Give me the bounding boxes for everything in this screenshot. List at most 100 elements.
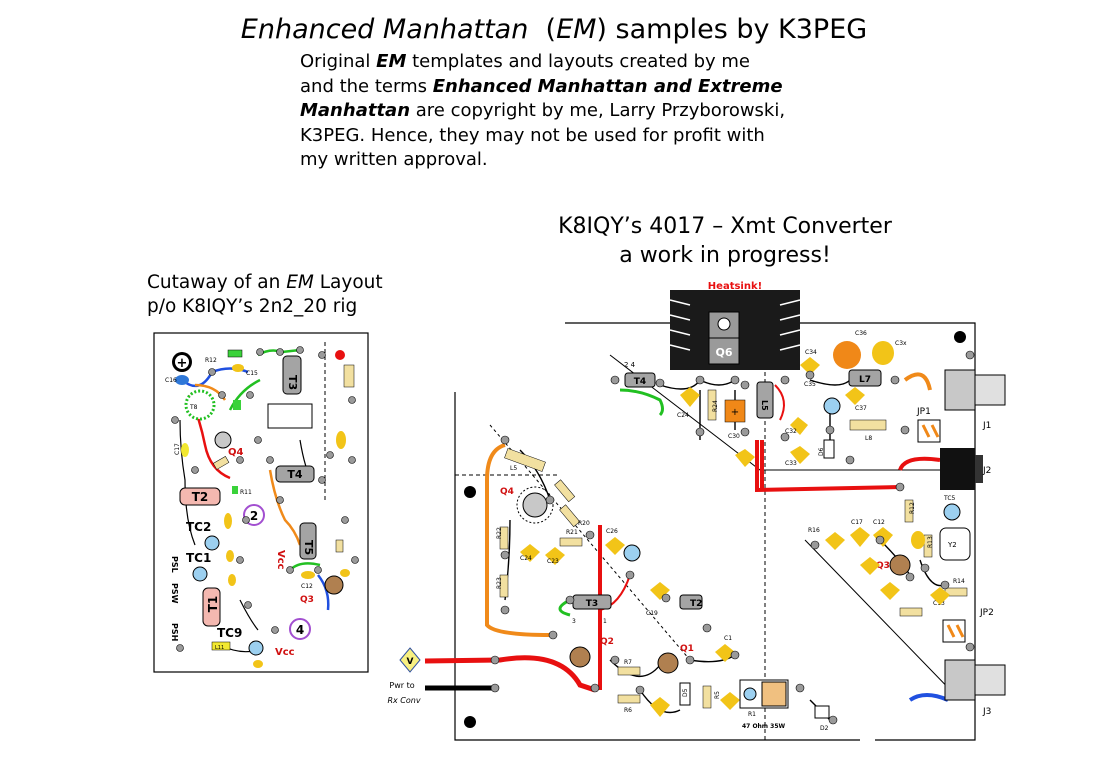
svg-text:C1: C1 bbox=[724, 635, 732, 642]
mount-hole bbox=[464, 486, 476, 498]
svg-text:TC9: TC9 bbox=[217, 626, 242, 640]
capacitor-c16 bbox=[175, 375, 189, 385]
svg-text:TC2: TC2 bbox=[186, 520, 211, 534]
inductor-l11 bbox=[211, 641, 231, 651]
converter-pads bbox=[490, 350, 975, 725]
svg-text:PSL: PSL bbox=[170, 556, 179, 573]
transformer-t4 bbox=[275, 465, 315, 483]
svg-text:T5: T5 bbox=[302, 540, 315, 555]
svg-text:Q3: Q3 bbox=[300, 595, 314, 605]
wire-orange-2 bbox=[268, 469, 302, 546]
svg-text:C36: C36 bbox=[855, 330, 867, 337]
svg-text:Vcc: Vcc bbox=[275, 550, 286, 570]
cutaway-caption: Cutaway of an EM Layout p/o K8IQY’s 2n2_… bbox=[147, 272, 383, 317]
transformer-t3 bbox=[282, 355, 302, 395]
svg-text:T2: T2 bbox=[690, 599, 702, 609]
svg-text:L7: L7 bbox=[859, 375, 871, 385]
svg-text:R12: R12 bbox=[909, 502, 916, 514]
wire-red-rf bbox=[755, 440, 901, 493]
svg-text:C24: C24 bbox=[520, 555, 532, 562]
svg-text:C12: C12 bbox=[301, 583, 313, 590]
power-terminal bbox=[399, 647, 421, 673]
svg-text:D6: D6 bbox=[818, 447, 825, 456]
trimmer-tc9 bbox=[248, 640, 264, 656]
svg-text:PSW: PSW bbox=[170, 583, 179, 604]
wire-thin bbox=[504, 379, 946, 721]
svg-text:L11: L11 bbox=[215, 645, 224, 651]
svg-text:Q4: Q4 bbox=[228, 447, 244, 458]
svg-text:J2: J2 bbox=[982, 466, 991, 476]
converter-parts: T4 2 4 C24 R24 + C30 L5 C32 C33 C34 C35 … bbox=[496, 330, 1006, 732]
svg-text:R5: R5 bbox=[714, 691, 721, 699]
transformer-t1 bbox=[202, 587, 221, 627]
svg-text:R14: R14 bbox=[953, 578, 965, 585]
svg-text:C3x: C3x bbox=[895, 340, 907, 347]
svg-text:R1: R1 bbox=[748, 711, 756, 718]
svg-text:R22: R22 bbox=[496, 527, 503, 539]
svg-text:R7: R7 bbox=[624, 659, 632, 666]
svg-text:R16: R16 bbox=[808, 527, 820, 534]
svg-text:T1: T1 bbox=[206, 596, 220, 613]
svg-text:Q3: Q3 bbox=[876, 561, 890, 571]
transformer-t2 bbox=[179, 487, 221, 506]
wire-blue-2 bbox=[317, 574, 330, 611]
svg-text:C37: C37 bbox=[855, 405, 867, 412]
trimmer-tc2 bbox=[204, 535, 220, 551]
trimmer-tc1 bbox=[192, 566, 208, 582]
transistor-q3 bbox=[324, 575, 344, 595]
converter-board-outline bbox=[454, 392, 860, 741]
transformer-t5 bbox=[299, 522, 317, 560]
title-paren: ( bbox=[545, 14, 557, 45]
svg-text:T3: T3 bbox=[586, 599, 598, 609]
svg-text:R20: R20 bbox=[578, 520, 590, 527]
svg-text:C19: C19 bbox=[646, 610, 658, 617]
svg-text:C12: C12 bbox=[873, 519, 885, 526]
svg-text:T2: T2 bbox=[192, 490, 209, 504]
transistor-q4 bbox=[214, 431, 232, 449]
svg-text:R24: R24 bbox=[712, 400, 719, 412]
svg-text:JP2: JP2 bbox=[979, 608, 994, 618]
svg-text:R21: R21 bbox=[566, 529, 578, 536]
mount-hole bbox=[464, 716, 476, 728]
converter-title: K8IQY’s 4017 – Xmt Converter a work in p… bbox=[558, 214, 892, 268]
resistor-r11 bbox=[232, 486, 238, 494]
toroid-t8 bbox=[184, 389, 216, 421]
page-title: Enhanced Manhattan (EM) samples by K3PEG bbox=[0, 14, 1108, 45]
svg-text:3: 3 bbox=[572, 618, 576, 625]
svg-text:Heatsink!: Heatsink! bbox=[708, 281, 762, 292]
svg-text:C32: C32 bbox=[785, 428, 797, 435]
svg-text:Pwr to: Pwr to bbox=[389, 681, 414, 690]
svg-text:C34: C34 bbox=[805, 349, 817, 356]
wire-red-power bbox=[424, 655, 596, 693]
svg-text:L5: L5 bbox=[760, 400, 769, 411]
svg-text:T4: T4 bbox=[287, 468, 303, 481]
svg-text:L8: L8 bbox=[865, 435, 872, 442]
svg-text:4: 4 bbox=[296, 623, 304, 637]
svg-text:Q2: Q2 bbox=[600, 637, 614, 647]
svg-text:L5: L5 bbox=[510, 465, 517, 472]
svg-text:C24: C24 bbox=[677, 412, 689, 419]
svg-text:TC1: TC1 bbox=[186, 551, 211, 565]
svg-text:JP1: JP1 bbox=[916, 407, 931, 417]
svg-text:Vcc: Vcc bbox=[275, 647, 295, 658]
title-suffix: ) samples by K3PEG bbox=[596, 14, 868, 45]
svg-text:R11: R11 bbox=[240, 489, 252, 496]
svg-text:J1: J1 bbox=[982, 421, 991, 431]
mount-hole bbox=[954, 331, 966, 343]
svg-text:R13: R13 bbox=[927, 536, 934, 548]
svg-text:D5: D5 bbox=[682, 688, 689, 697]
wire-orange-long bbox=[485, 443, 551, 637]
svg-text:47 Ohm 35W: 47 Ohm 35W bbox=[742, 723, 786, 730]
svg-text:R12: R12 bbox=[205, 357, 217, 364]
svg-text:C16: C16 bbox=[165, 377, 177, 384]
wire-black bbox=[179, 419, 196, 546]
svg-text:Rx Conv: Rx Conv bbox=[387, 696, 420, 705]
copyright-notice: Original EM templates and layouts create… bbox=[300, 51, 786, 170]
svg-text:Y2: Y2 bbox=[947, 541, 957, 549]
marker-4 bbox=[289, 618, 311, 640]
svg-text:T4: T4 bbox=[634, 377, 646, 387]
svg-text:Q1: Q1 bbox=[680, 644, 694, 654]
svg-text:PSH: PSH bbox=[170, 623, 179, 641]
svg-text:TC5: TC5 bbox=[943, 495, 956, 502]
